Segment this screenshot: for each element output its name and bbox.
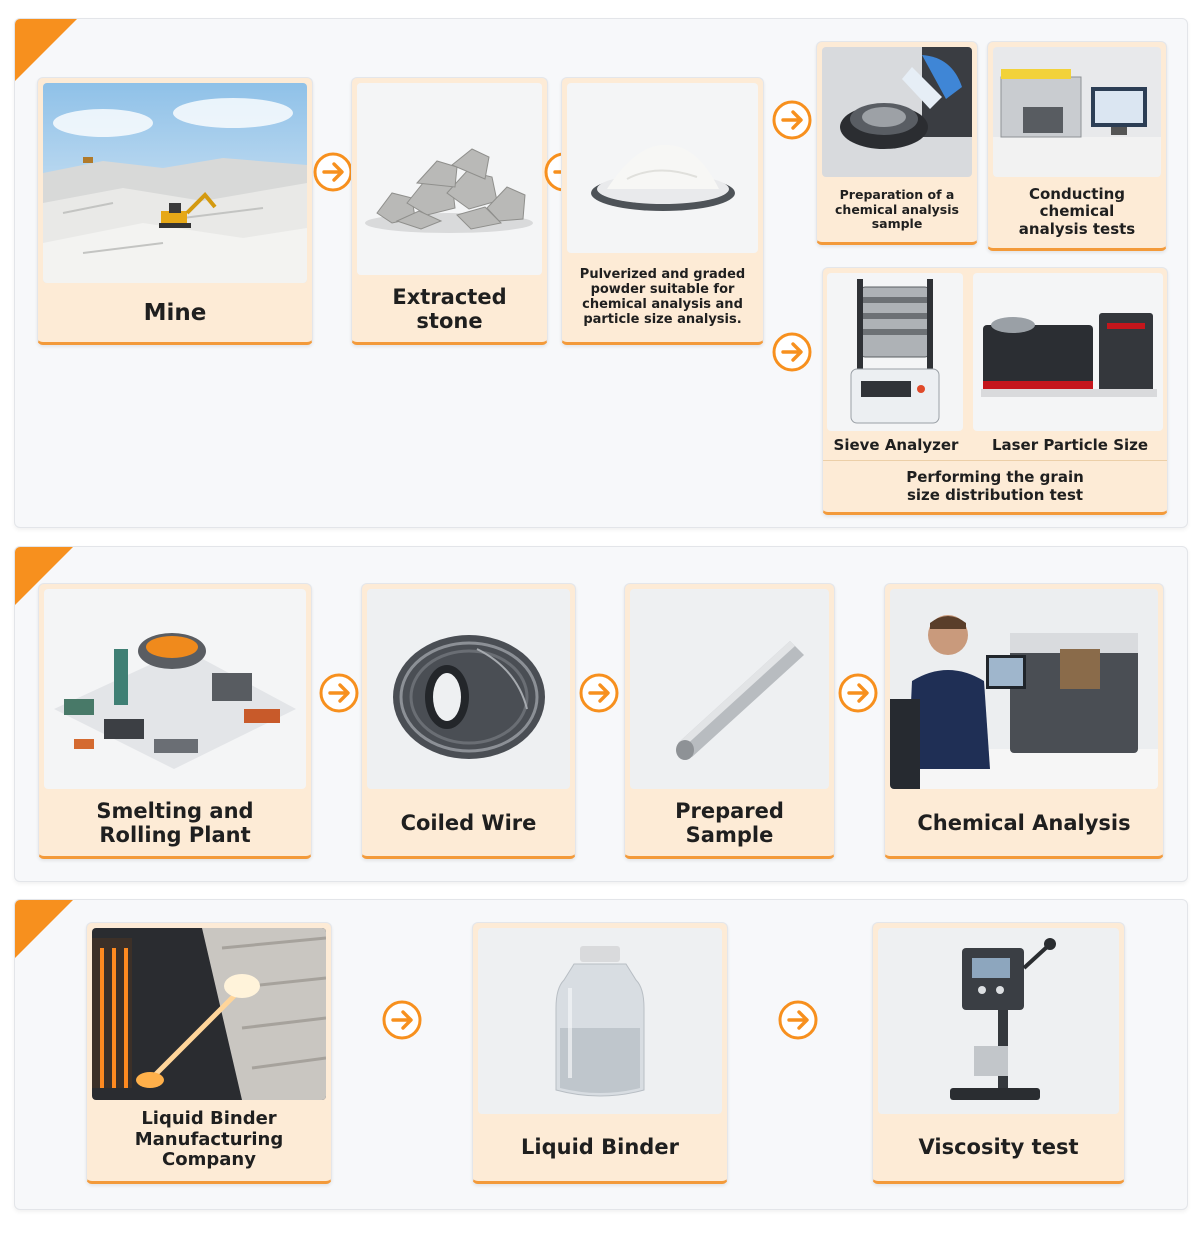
smelting-image: [44, 589, 306, 789]
sieve-analyzer-label: Sieve Analyzer: [833, 436, 959, 454]
corner-accent: [15, 900, 73, 958]
panel-mineral-process: Mine Extracted stone: [14, 18, 1188, 528]
prep-sample-image: [822, 47, 972, 177]
coiled-wire-image: [367, 589, 570, 789]
arrow-right-circle-icon: [381, 999, 423, 1041]
powder-label: Pulverized and graded powder suitable fo…: [579, 267, 746, 327]
arrow-right-circle-icon: [777, 999, 819, 1041]
grain-size-test-label: Performing the grain size distribution t…: [823, 460, 1167, 512]
binder-company-image: [92, 928, 326, 1100]
sieve-image: [827, 273, 963, 431]
stone-image: [357, 83, 542, 275]
arrow-right-circle-icon: [771, 331, 813, 373]
chemical-analysis-label: Chemical Analysis: [917, 810, 1131, 835]
arrow-right-circle-icon: [312, 151, 354, 193]
card-conducting-tests: Conducting chemical analysis tests: [987, 41, 1167, 251]
arrow-right-circle-icon: [578, 672, 620, 714]
corner-accent: [15, 19, 77, 81]
laser-particle-label: Laser Particle Size: [991, 436, 1149, 454]
card-prepared-sample: Prepared Sample: [624, 583, 835, 859]
panel-binder-process: Liquid Binder Manufacturing Company Liqu…: [14, 899, 1188, 1210]
viscosity-label: Viscosity test: [918, 1134, 1079, 1159]
conducting-tests-image: [993, 47, 1161, 177]
smelting-label: Smelting and Rolling Plant: [96, 798, 254, 847]
prep-sample-label: Preparation of a chemical analysis sampl…: [835, 187, 959, 232]
arrow-right-circle-icon: [318, 672, 360, 714]
arrow-right-circle-icon: [771, 99, 813, 141]
coiled-wire-label: Coiled Wire: [400, 810, 537, 835]
panel-steel-process: Smelting and Rolling Plant Coiled Wire: [14, 546, 1188, 882]
laser-particle-image: [973, 273, 1163, 431]
card-grain-size-group: Sieve Analyzer Laser Particle Size Perfo…: [822, 267, 1168, 515]
liquid-binder-image: [478, 928, 722, 1114]
extracted-stone-label: Extracted stone: [392, 284, 507, 333]
card-liquid-binder: Liquid Binder: [472, 922, 728, 1184]
prepared-sample-image: [630, 589, 829, 789]
mine-label: Mine: [143, 299, 207, 326]
prepared-sample-label: Prepared Sample: [675, 798, 784, 847]
chemical-analysis-image: [890, 589, 1158, 789]
viscosity-image: [878, 928, 1119, 1114]
card-viscosity: Viscosity test: [872, 922, 1125, 1184]
card-powder: Pulverized and graded powder suitable fo…: [561, 77, 764, 345]
mine-image: [43, 83, 307, 283]
arrow-right-circle-icon: [837, 672, 879, 714]
binder-company-label: Liquid Binder Manufacturing Company: [134, 1107, 284, 1171]
conducting-tests-label: Conducting chemical analysis tests: [1018, 185, 1136, 238]
powder-image: [567, 83, 758, 253]
card-mine: Mine: [37, 77, 313, 345]
card-coiled-wire: Coiled Wire: [361, 583, 576, 859]
liquid-binder-label: Liquid Binder: [521, 1134, 679, 1159]
card-prep-sample: Preparation of a chemical analysis sampl…: [816, 41, 978, 245]
card-chemical-analysis: Chemical Analysis: [884, 583, 1164, 859]
card-smelting: Smelting and Rolling Plant: [38, 583, 312, 859]
card-binder-company: Liquid Binder Manufacturing Company: [86, 922, 332, 1184]
card-extracted-stone: Extracted stone: [351, 77, 548, 345]
